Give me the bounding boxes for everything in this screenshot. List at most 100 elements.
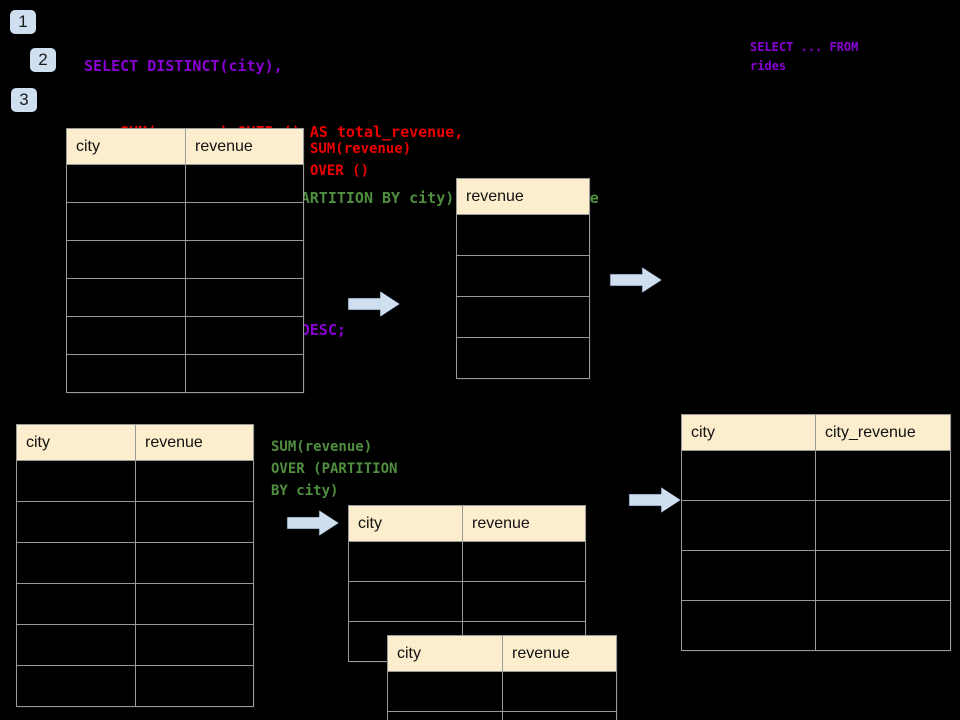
column-header-revenue: revenue xyxy=(502,635,617,672)
partition-group-table-1: city revenue xyxy=(348,505,586,662)
arrow-right-icon xyxy=(628,486,682,514)
table-row xyxy=(16,501,254,543)
cell-city xyxy=(681,600,816,651)
table-row xyxy=(66,354,304,393)
cell-revenue xyxy=(502,711,617,720)
column-header-city: city xyxy=(66,128,186,165)
cell-city xyxy=(348,581,463,622)
cell-revenue xyxy=(135,501,254,543)
cell-revenue xyxy=(456,214,590,256)
sql-side-note: SELECT ... FROM rides xyxy=(750,40,859,73)
table-row xyxy=(66,164,304,203)
final-result-table: city city_revenue xyxy=(681,414,951,651)
table-row xyxy=(387,711,617,720)
cell-revenue xyxy=(456,337,590,379)
cell-city xyxy=(66,354,186,393)
table-row xyxy=(66,202,304,241)
step-badge-2: 2 xyxy=(30,48,56,72)
table-row xyxy=(66,316,304,355)
table-row xyxy=(681,600,951,651)
partition-group-table-2: city revenue xyxy=(387,635,617,720)
sql-line-select: SELECT DISTINCT(city), xyxy=(84,57,283,75)
cell-revenue xyxy=(462,541,586,582)
cell-city xyxy=(66,278,186,317)
table-row xyxy=(66,240,304,279)
cell-city xyxy=(16,583,136,625)
cell-revenue xyxy=(185,202,304,241)
cell-revenue xyxy=(185,164,304,203)
table-row xyxy=(16,665,254,707)
cell-revenue xyxy=(135,665,254,707)
column-header-revenue: revenue xyxy=(456,178,590,215)
cell-revenue xyxy=(135,460,254,502)
column-header-city: city xyxy=(387,635,503,672)
table-row xyxy=(681,500,951,551)
table-row xyxy=(456,214,590,256)
cell-city xyxy=(348,541,463,582)
cell-city xyxy=(66,202,186,241)
cell-revenue xyxy=(456,255,590,297)
cell-revenue xyxy=(185,316,304,355)
cell-revenue xyxy=(135,624,254,666)
table-row xyxy=(66,278,304,317)
cell-revenue xyxy=(135,583,254,625)
table-row xyxy=(348,541,586,582)
arrow-right-icon xyxy=(609,266,663,294)
rides-source-table: city revenue xyxy=(66,128,304,393)
cell-revenue xyxy=(456,296,590,338)
cell-city xyxy=(16,624,136,666)
table-row xyxy=(348,581,586,622)
cell-city-revenue xyxy=(815,450,951,501)
table-row xyxy=(456,255,590,297)
cell-city xyxy=(387,671,503,712)
cell-city xyxy=(16,501,136,543)
cell-city xyxy=(681,500,816,551)
cell-city xyxy=(66,240,186,279)
table-row xyxy=(16,542,254,584)
step-badge-1: 1 xyxy=(10,10,36,34)
cell-city xyxy=(16,665,136,707)
table-row xyxy=(16,583,254,625)
table-header-row: city city_revenue xyxy=(681,414,951,451)
table-row xyxy=(387,671,617,712)
column-header-city: city xyxy=(348,505,463,542)
cell-city xyxy=(16,460,136,502)
table-row xyxy=(16,460,254,502)
table-row xyxy=(456,296,590,338)
cell-city-revenue xyxy=(815,500,951,551)
cell-city-revenue xyxy=(815,600,951,651)
rides-source-table-partition: city revenue xyxy=(16,424,254,707)
table-header-row: city revenue xyxy=(66,128,304,165)
table-row xyxy=(16,624,254,666)
table-header-row: city revenue xyxy=(387,635,617,672)
column-header-city-revenue: city_revenue xyxy=(815,414,951,451)
cell-revenue xyxy=(462,581,586,622)
table-header-row: revenue xyxy=(456,178,590,215)
arrow-right-icon xyxy=(347,290,401,318)
cell-revenue xyxy=(502,671,617,712)
annotation-over-empty: SUM(revenue) OVER () xyxy=(310,141,412,179)
table-header-row: city revenue xyxy=(16,424,254,461)
column-header-city: city xyxy=(681,414,816,451)
total-revenue-table: revenue xyxy=(456,178,590,379)
cell-city xyxy=(66,316,186,355)
cell-city xyxy=(681,550,816,601)
cell-revenue xyxy=(185,278,304,317)
cell-city xyxy=(681,450,816,501)
annotation-over-partition: SUM(revenue) OVER (PARTITION BY city) xyxy=(271,439,398,499)
column-header-revenue: revenue xyxy=(135,424,254,461)
cell-revenue xyxy=(185,240,304,279)
step-badge-3: 3 xyxy=(11,88,37,112)
cell-city-revenue xyxy=(815,550,951,601)
column-header-revenue: revenue xyxy=(185,128,304,165)
table-row xyxy=(681,450,951,501)
cell-city xyxy=(66,164,186,203)
arrow-right-icon xyxy=(286,509,340,537)
table-row xyxy=(681,550,951,601)
column-header-revenue: revenue xyxy=(462,505,586,542)
cell-revenue xyxy=(185,354,304,393)
cell-city xyxy=(16,542,136,584)
cell-revenue xyxy=(135,542,254,584)
table-header-row: city revenue xyxy=(348,505,586,542)
